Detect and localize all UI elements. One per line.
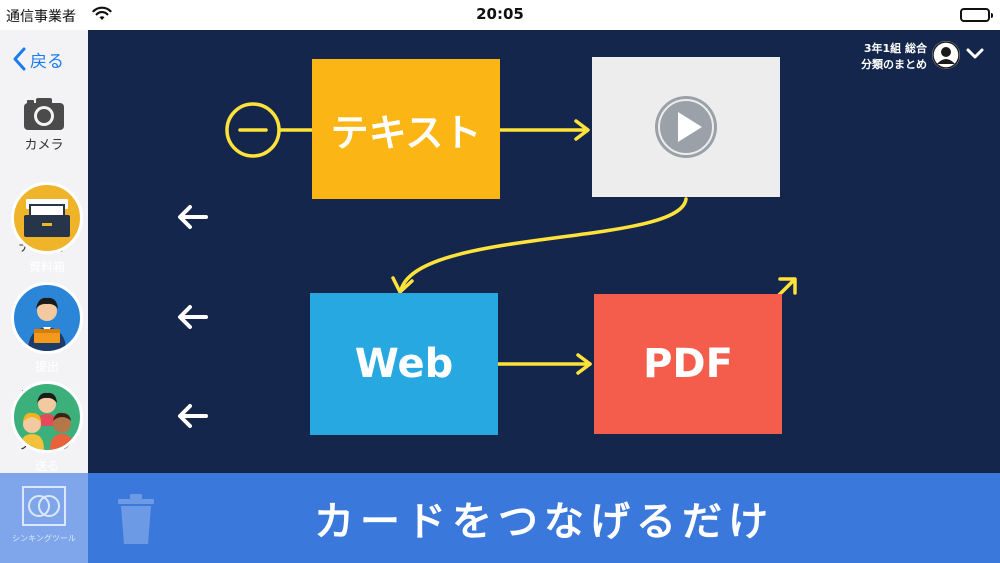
send-label: 送る xyxy=(34,459,59,473)
submit-label: 提出 xyxy=(34,360,59,374)
camera-icon xyxy=(24,98,64,130)
battery-icon xyxy=(960,8,993,22)
carrier-label: 通信事業者 xyxy=(6,9,76,25)
send-group-icon xyxy=(11,381,83,453)
link-video-to-web xyxy=(399,197,688,292)
thinking-tool-button[interactable]: シンキングツール xyxy=(0,485,88,544)
status-bar: 通信事業者 20:05 xyxy=(0,0,1000,30)
document-box-action[interactable]: 資料箱 xyxy=(10,182,84,275)
arrow-left-icon xyxy=(178,404,208,428)
clock: 20:05 xyxy=(476,5,524,23)
arrowhead-video xyxy=(574,119,590,141)
submit-person-icon xyxy=(11,282,83,354)
banner-caption: カードをつなげるだけ xyxy=(314,499,774,545)
bottom-toolbar: シンキングツール xyxy=(0,473,88,563)
card-connectors xyxy=(225,102,797,375)
class-name: 3年1組 総合 xyxy=(863,42,927,55)
back-button-label: 戻る xyxy=(30,51,64,72)
link-pdf-out xyxy=(776,278,796,298)
user-icon xyxy=(932,41,960,69)
chevron-left-icon xyxy=(13,47,26,71)
wifi-icon xyxy=(92,6,112,26)
submit-action[interactable]: 提出 xyxy=(10,282,84,375)
arrowhead-pdf-out xyxy=(778,277,797,295)
venn-icon xyxy=(22,486,66,526)
chevron-down-icon[interactable] xyxy=(966,48,984,60)
document-box-label: 資料箱 xyxy=(28,260,65,274)
arrow-left-icon xyxy=(178,205,208,229)
arrow-left-icon xyxy=(178,305,208,329)
play-icon xyxy=(655,96,717,158)
promo-banner: シンキングツール カードをつなげるだけ xyxy=(0,473,1000,563)
arrowhead-web xyxy=(391,276,414,294)
user-avatar-button[interactable] xyxy=(932,41,960,69)
send-action[interactable]: 送る xyxy=(10,381,84,474)
back-button[interactable]: 戻る xyxy=(12,44,64,74)
trash-icon[interactable] xyxy=(116,493,156,545)
web-card[interactable]: Web xyxy=(310,293,498,435)
text-card[interactable]: テキスト xyxy=(312,59,500,199)
document-box-icon xyxy=(11,182,83,254)
thinking-tool-label: シンキングツール xyxy=(12,534,76,543)
class-info: 3年1組 総合 分類のまとめ xyxy=(861,41,927,73)
worksheet-title: 分類のまとめ xyxy=(861,58,927,71)
thinking-canvas[interactable]: 3年1組 総合 分類のまとめ テキスト xyxy=(88,30,1000,473)
arrowhead-pdf xyxy=(576,353,592,375)
pdf-card[interactable]: PDF xyxy=(594,294,782,434)
camera-tool-label: カメラ xyxy=(24,138,64,153)
camera-tool[interactable]: カメラ xyxy=(0,96,88,153)
video-card[interactable] xyxy=(592,57,780,197)
